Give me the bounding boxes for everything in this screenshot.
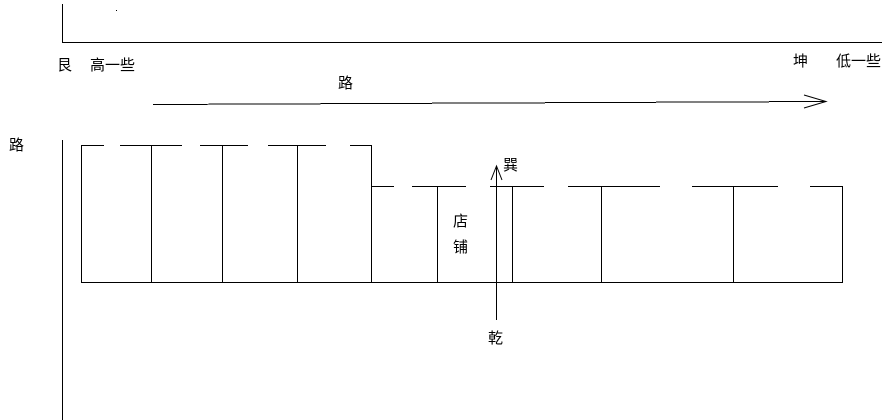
elevation-label-low: 低一些 bbox=[836, 52, 882, 70]
direction-label-xun: 巽 bbox=[503, 156, 519, 174]
road-direction-arrowhead bbox=[803, 94, 828, 109]
shop-label-line2: 铺 bbox=[453, 238, 469, 256]
road-label-left: 路 bbox=[9, 136, 25, 154]
road-label-top: 路 bbox=[338, 74, 354, 92]
orientation-arrowhead bbox=[490, 164, 503, 181]
direction-label-kun: 坤 bbox=[793, 52, 809, 70]
shop-label-line1: 店 bbox=[453, 212, 469, 230]
elevation-label-high: 高一些 bbox=[90, 56, 136, 74]
road-direction-arrow-shaft bbox=[152, 101, 827, 105]
direction-label-qian: 乾 bbox=[488, 329, 504, 347]
direction-label-gen: 艮 bbox=[57, 56, 73, 74]
